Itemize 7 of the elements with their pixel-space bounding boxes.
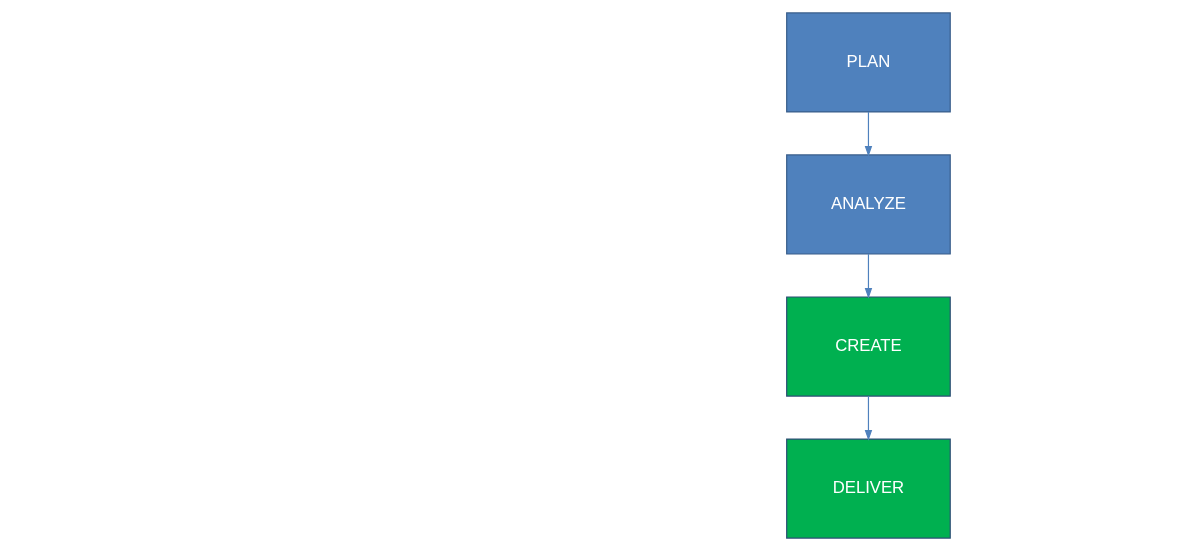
node-box: ANALYZE [785,154,951,255]
arrow [864,395,872,441]
node-box: DELIVER [785,438,951,539]
node-box: CREATE [785,296,951,397]
node-box: PLAN [785,12,951,113]
arrow [864,111,872,157]
arrow [864,253,872,299]
